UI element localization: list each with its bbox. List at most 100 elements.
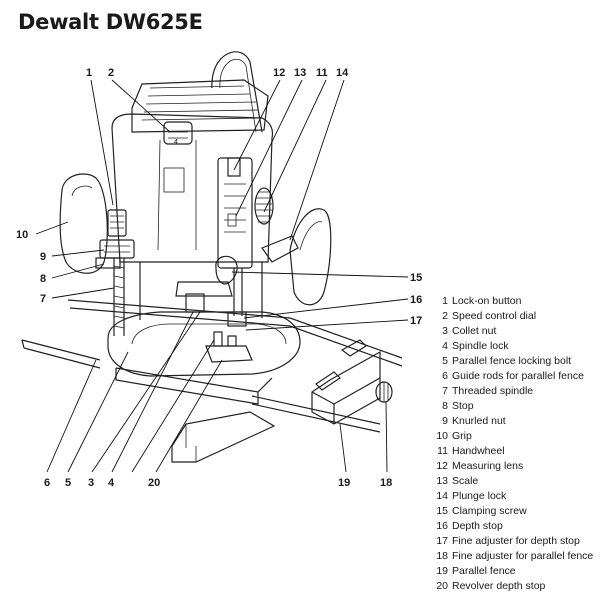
left-grip bbox=[59, 173, 108, 274]
legend-number: 11 bbox=[437, 445, 448, 457]
leader-2 bbox=[111, 79, 171, 133]
legend-number: 6 bbox=[442, 370, 448, 382]
leader-21 bbox=[131, 339, 215, 473]
legend-number: 10 bbox=[436, 430, 448, 442]
callout-2: 2 bbox=[108, 67, 114, 79]
leader-12 bbox=[233, 79, 281, 171]
legend-label: Stop bbox=[452, 400, 474, 412]
router-illustration: 4 bbox=[21, 51, 403, 463]
callout-9: 9 bbox=[40, 251, 46, 263]
legend-item-11: 11 Handwheel bbox=[433, 444, 593, 459]
legend-number: 1 bbox=[442, 295, 448, 307]
callout-6: 6 bbox=[44, 477, 50, 489]
depth-stop bbox=[233, 268, 243, 316]
speed-dial-mark: 4 bbox=[174, 139, 178, 146]
parallel-fence bbox=[311, 339, 393, 425]
legend-label: Fine adjuster for depth stop bbox=[452, 535, 580, 547]
callout-10: 10 bbox=[16, 229, 28, 241]
leader-10 bbox=[35, 221, 69, 235]
legend-number: 8 bbox=[442, 400, 448, 412]
leader-lines bbox=[35, 79, 409, 473]
legend-item-1: 1 Lock-on button bbox=[433, 294, 593, 309]
legend-number: 14 bbox=[436, 490, 448, 502]
leader-16 bbox=[243, 298, 409, 319]
guide-rods bbox=[21, 299, 403, 433]
leader-19 bbox=[339, 423, 347, 473]
leader-15 bbox=[231, 271, 409, 278]
legend-item-7: 7 Threaded spindle bbox=[433, 384, 593, 399]
legend-number: 4 bbox=[442, 340, 448, 352]
callout-19: 19 bbox=[338, 477, 350, 489]
callout-14: 14 bbox=[336, 67, 349, 79]
legend-label: Parallel fence locking bolt bbox=[452, 355, 572, 367]
legend-number: 15 bbox=[436, 505, 448, 517]
legend-number: 9 bbox=[442, 415, 448, 427]
legend-label: Parallel fence bbox=[452, 565, 516, 577]
stop bbox=[95, 257, 121, 269]
legend-label: Lock-on button bbox=[452, 295, 522, 307]
legend-label: Spindle lock bbox=[452, 340, 509, 352]
scale-column bbox=[217, 157, 253, 269]
legend-label: Revolver depth stop bbox=[452, 580, 546, 592]
legend-item-15: 15 Clamping screw bbox=[433, 504, 593, 519]
callout-20: 20 bbox=[148, 477, 160, 489]
legend-number: 7 bbox=[442, 385, 448, 397]
callout-16: 16 bbox=[410, 294, 422, 306]
legend-item-6: 6 Guide rods for parallel fence bbox=[433, 369, 593, 384]
legend-number: 13 bbox=[436, 475, 448, 487]
diagram-title: Dewalt DW625E bbox=[18, 10, 203, 34]
legend-number: 20 bbox=[436, 580, 448, 592]
legend-label: Speed control dial bbox=[452, 310, 537, 322]
revolver-depth-stop bbox=[205, 331, 253, 363]
callout-5: 5 bbox=[65, 477, 71, 489]
legend-label: Plunge lock bbox=[452, 490, 507, 502]
legend-label: Fine adjuster for parallel fence bbox=[452, 550, 594, 562]
legend-item-19: 19 Parallel fence bbox=[433, 564, 593, 579]
callout-15: 15 bbox=[410, 272, 422, 284]
legend-item-4: 4 Spindle lock bbox=[433, 339, 593, 354]
callout-4: 4 bbox=[108, 477, 115, 489]
callout-13: 13 bbox=[294, 67, 306, 79]
legend-label: Threaded spindle bbox=[452, 385, 534, 397]
legend-item-18: 18 Fine adjuster for parallel fence bbox=[433, 549, 593, 564]
legend-label: Guide rods for parallel fence bbox=[452, 370, 584, 382]
callout-12: 12 bbox=[273, 67, 285, 79]
handwheel bbox=[254, 187, 274, 225]
leader-1 bbox=[90, 79, 114, 206]
leader-14 bbox=[289, 79, 345, 241]
legend-number: 12 bbox=[436, 460, 448, 472]
leader-7 bbox=[51, 287, 115, 299]
leader-6 bbox=[46, 359, 97, 473]
leader-8 bbox=[51, 263, 105, 279]
legend-number: 18 bbox=[436, 550, 448, 562]
legend-number: 16 bbox=[436, 520, 448, 532]
leader-9 bbox=[51, 249, 105, 257]
leader-5 bbox=[67, 351, 129, 473]
legend-number: 19 bbox=[436, 565, 448, 577]
callout-1: 1 bbox=[86, 67, 92, 79]
legend-label: Clamping screw bbox=[452, 505, 527, 517]
leader-17 bbox=[245, 319, 409, 331]
callout-3: 3 bbox=[88, 477, 94, 489]
legend-label: Handwheel bbox=[452, 445, 505, 457]
callout-11: 11 bbox=[316, 67, 328, 79]
leader-4 bbox=[111, 311, 194, 473]
legend-item-14: 14 Plunge lock bbox=[433, 489, 593, 504]
callout-8: 8 bbox=[40, 273, 46, 285]
base-plate bbox=[107, 311, 301, 377]
leader-11 bbox=[263, 79, 327, 213]
right-grip bbox=[289, 208, 332, 306]
callout-numbers: 1 2 12 13 11 14 10 9 8 7 15 16 17 6 5 3 … bbox=[16, 67, 422, 489]
legend-number: 3 bbox=[442, 325, 448, 337]
leader-18 bbox=[385, 401, 388, 473]
plunge-lock bbox=[261, 235, 299, 263]
